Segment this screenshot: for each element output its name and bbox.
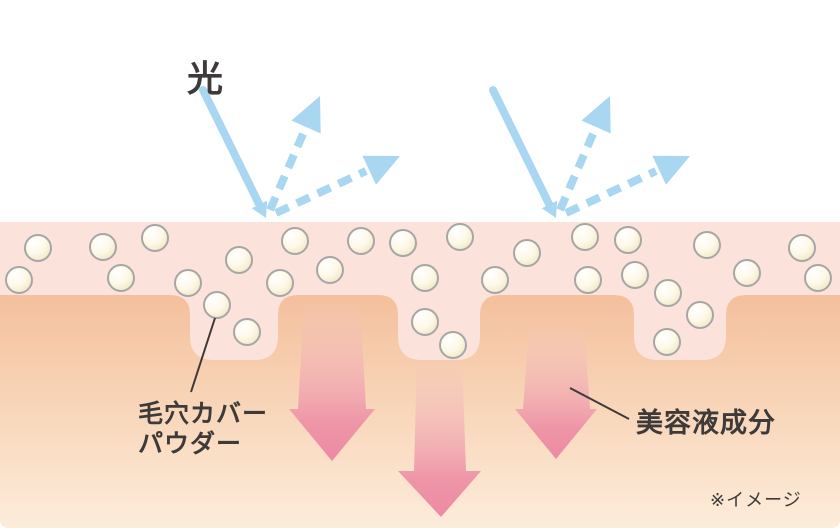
serum-arrow: [515, 328, 597, 459]
powder-bead: [513, 239, 541, 267]
reflected-arrowhead-steep-icon: [291, 96, 321, 134]
powder-bead: [225, 246, 253, 274]
powder-bead: [654, 279, 682, 307]
powder-bead: [5, 266, 33, 294]
powder-bead: [439, 331, 467, 359]
powder-bead: [316, 256, 344, 284]
powder-bead: [446, 223, 474, 251]
serum-arrows: [289, 303, 597, 517]
powder-bead: [203, 291, 231, 319]
serum-connector-line: [569, 387, 630, 420]
reflected-arrowhead-steep-icon: [581, 96, 611, 134]
powder-bead: [233, 318, 261, 346]
light-beam-right: [489, 86, 690, 218]
powder-beads: [5, 223, 832, 359]
reflected-arrowhead-shallow-icon: [652, 155, 690, 185]
reflected-ray-shallow: [564, 167, 658, 217]
powder-label-line2: パウダー: [138, 430, 243, 458]
powder-bead: [571, 223, 599, 251]
serum-arrow: [289, 303, 375, 461]
light-label: 光: [187, 58, 225, 99]
powder-bead: [686, 301, 714, 329]
incident-ray-arrowhead: [251, 200, 268, 218]
serum-label: 美容液成分: [636, 408, 776, 438]
powder-bead: [481, 266, 509, 294]
powder-bead: [266, 269, 294, 297]
powder-bead: [174, 269, 202, 297]
powder-bead: [693, 231, 721, 259]
powder-bead: [107, 264, 135, 292]
powder-bead: [788, 234, 816, 262]
light-beam-left: [199, 86, 400, 218]
powder-bead: [574, 266, 602, 294]
powder-bead: [733, 259, 761, 287]
incident-ray: [199, 86, 263, 208]
powder-bead: [281, 227, 309, 255]
powder-label-line1: 毛穴カバー: [138, 400, 269, 428]
incident-ray-arrowhead: [541, 200, 558, 218]
serum-arrow: [398, 358, 481, 517]
powder-label: 毛穴カバー パウダー: [138, 399, 268, 459]
reflected-ray-steep: [556, 125, 600, 212]
powder-connector-line: [190, 317, 216, 393]
powder-bead: [621, 261, 649, 289]
reflected-ray-shallow: [274, 167, 368, 217]
powder-bead: [804, 264, 832, 292]
powder-bead: [411, 264, 439, 292]
powder-bead: [411, 308, 439, 336]
reflected-arrowhead-shallow-icon: [362, 155, 400, 185]
powder-bead: [24, 234, 52, 262]
powder-bead: [653, 328, 681, 356]
powder-bead: [389, 229, 417, 257]
reflected-ray-steep: [266, 125, 310, 212]
powder-bead: [347, 227, 375, 255]
incident-ray: [489, 86, 553, 208]
powder-bead: [614, 226, 642, 254]
image-note: ※イメージ: [710, 490, 802, 510]
powder-bead: [141, 224, 169, 252]
powder-bead: [89, 233, 117, 261]
